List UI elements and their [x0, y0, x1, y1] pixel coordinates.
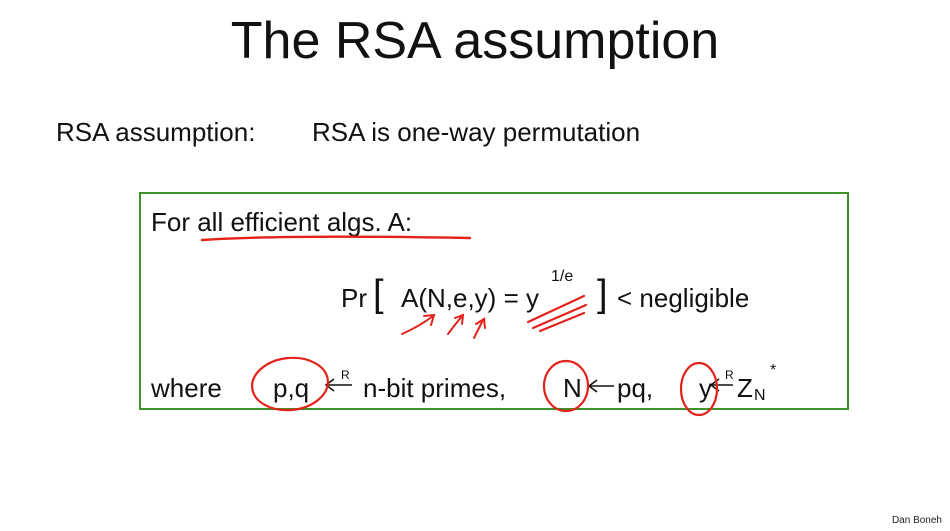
n-variable: N [563, 373, 582, 403]
definition-heading: For all efficient algs. A: [151, 207, 413, 237]
random-arrow-label-2: R [725, 368, 734, 382]
formula-exponent: 1/e [551, 268, 574, 285]
primes-text: n-bit primes, [363, 373, 507, 403]
group-subscript: N [754, 387, 766, 404]
group-symbol: Z [737, 373, 753, 403]
y-variable: y [699, 373, 712, 403]
formula-expression: A(N,e,y) = y [401, 283, 539, 313]
author-credit: Dan Boneh [891, 515, 942, 526]
where-label: where [151, 373, 222, 403]
open-bracket: [ [373, 273, 384, 315]
close-bracket: ] [597, 273, 608, 315]
pr-symbol: Pr [341, 283, 367, 313]
definition-box: For all efficient algs. A: Pr [ A(N,e,y)… [139, 192, 849, 410]
pq-variables: p,q [273, 373, 310, 403]
formula-suffix: < negligible [617, 283, 750, 313]
assumption-statement: RSA is one-way permutation [312, 117, 641, 147]
slide-title: The RSA assumption [230, 12, 720, 70]
assumption-label: RSA assumption: [56, 117, 256, 147]
pq-product: pq, [617, 373, 654, 403]
group-superscript: * [770, 362, 777, 379]
random-arrow-label-1: R [341, 368, 350, 382]
